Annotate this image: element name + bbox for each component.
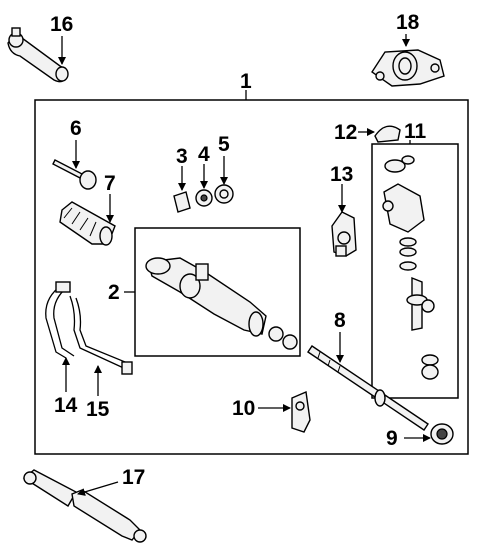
callout-17: 17 [122, 466, 145, 489]
callout-2: 2 [108, 281, 120, 304]
return-line-15-part [69, 295, 133, 375]
mounting-bracket-part [371, 49, 445, 87]
valve-subassembly-frame [371, 143, 459, 399]
washer-5-part [214, 184, 234, 204]
leader-lines [58, 34, 431, 496]
callout-1: 1 [240, 70, 252, 93]
dust-cap-12-part [374, 125, 401, 143]
callout-13: 13 [330, 163, 353, 186]
valve-assembly-11-part [382, 155, 439, 380]
callout-6: 6 [70, 117, 82, 140]
callout-4: 4 [198, 143, 210, 166]
callout-10: 10 [232, 397, 255, 420]
steering-damper-17-part [22, 469, 147, 543]
valve-body-13-part [331, 211, 357, 257]
bushing-4-part [195, 189, 213, 207]
callout-15: 15 [86, 398, 110, 421]
callout-3: 3 [176, 145, 188, 168]
callout-8: 8 [334, 309, 346, 332]
callout-11: 11 [404, 120, 427, 143]
inner-tie-rod-part [52, 159, 97, 190]
callout-16: 16 [50, 13, 73, 36]
tie-rod-end-part [7, 27, 69, 83]
callout-18: 18 [396, 11, 420, 34]
callout-7: 7 [104, 172, 116, 195]
rack-boot-part [59, 201, 116, 246]
clamp-10-part [291, 390, 311, 433]
callout-9: 9 [386, 427, 398, 450]
bushing-3-part [173, 191, 191, 213]
rack-housing-part [145, 257, 298, 350]
callout-5: 5 [218, 133, 230, 156]
end-plug-part [430, 423, 454, 445]
pressure-line-14-part [45, 281, 75, 359]
callout-14: 14 [54, 394, 78, 417]
assembly-frame [34, 99, 469, 455]
rack-shaft-part [307, 345, 429, 431]
callout-12: 12 [334, 121, 357, 144]
